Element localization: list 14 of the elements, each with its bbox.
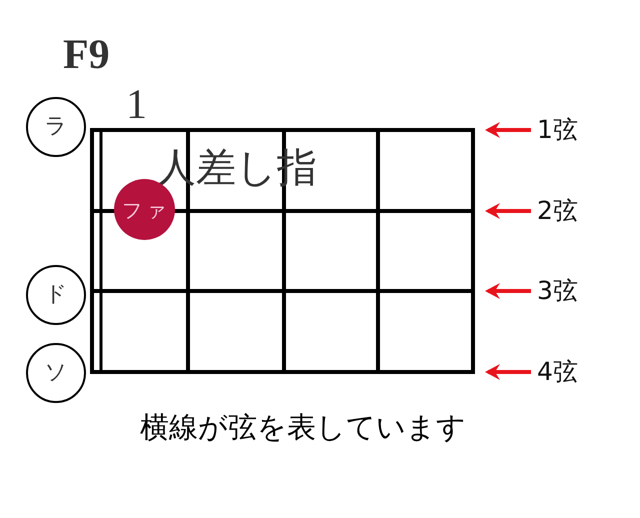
note-circle: ソ <box>26 343 86 403</box>
arrow <box>485 364 531 380</box>
note-circle: ラ <box>26 97 86 157</box>
arrow <box>485 122 531 138</box>
string-label: 2弦 <box>531 197 591 225</box>
arrow <box>485 283 531 299</box>
string-label: 4弦 <box>531 358 591 386</box>
chord-title: F9 <box>63 34 110 76</box>
string-label: 1弦 <box>531 116 591 144</box>
arrow <box>485 203 531 219</box>
string-label: 3弦 <box>531 277 591 305</box>
caption: 横線が弦を表しています <box>140 410 466 444</box>
note-circle: ド <box>26 265 86 325</box>
fret-number: 1 <box>126 84 147 126</box>
